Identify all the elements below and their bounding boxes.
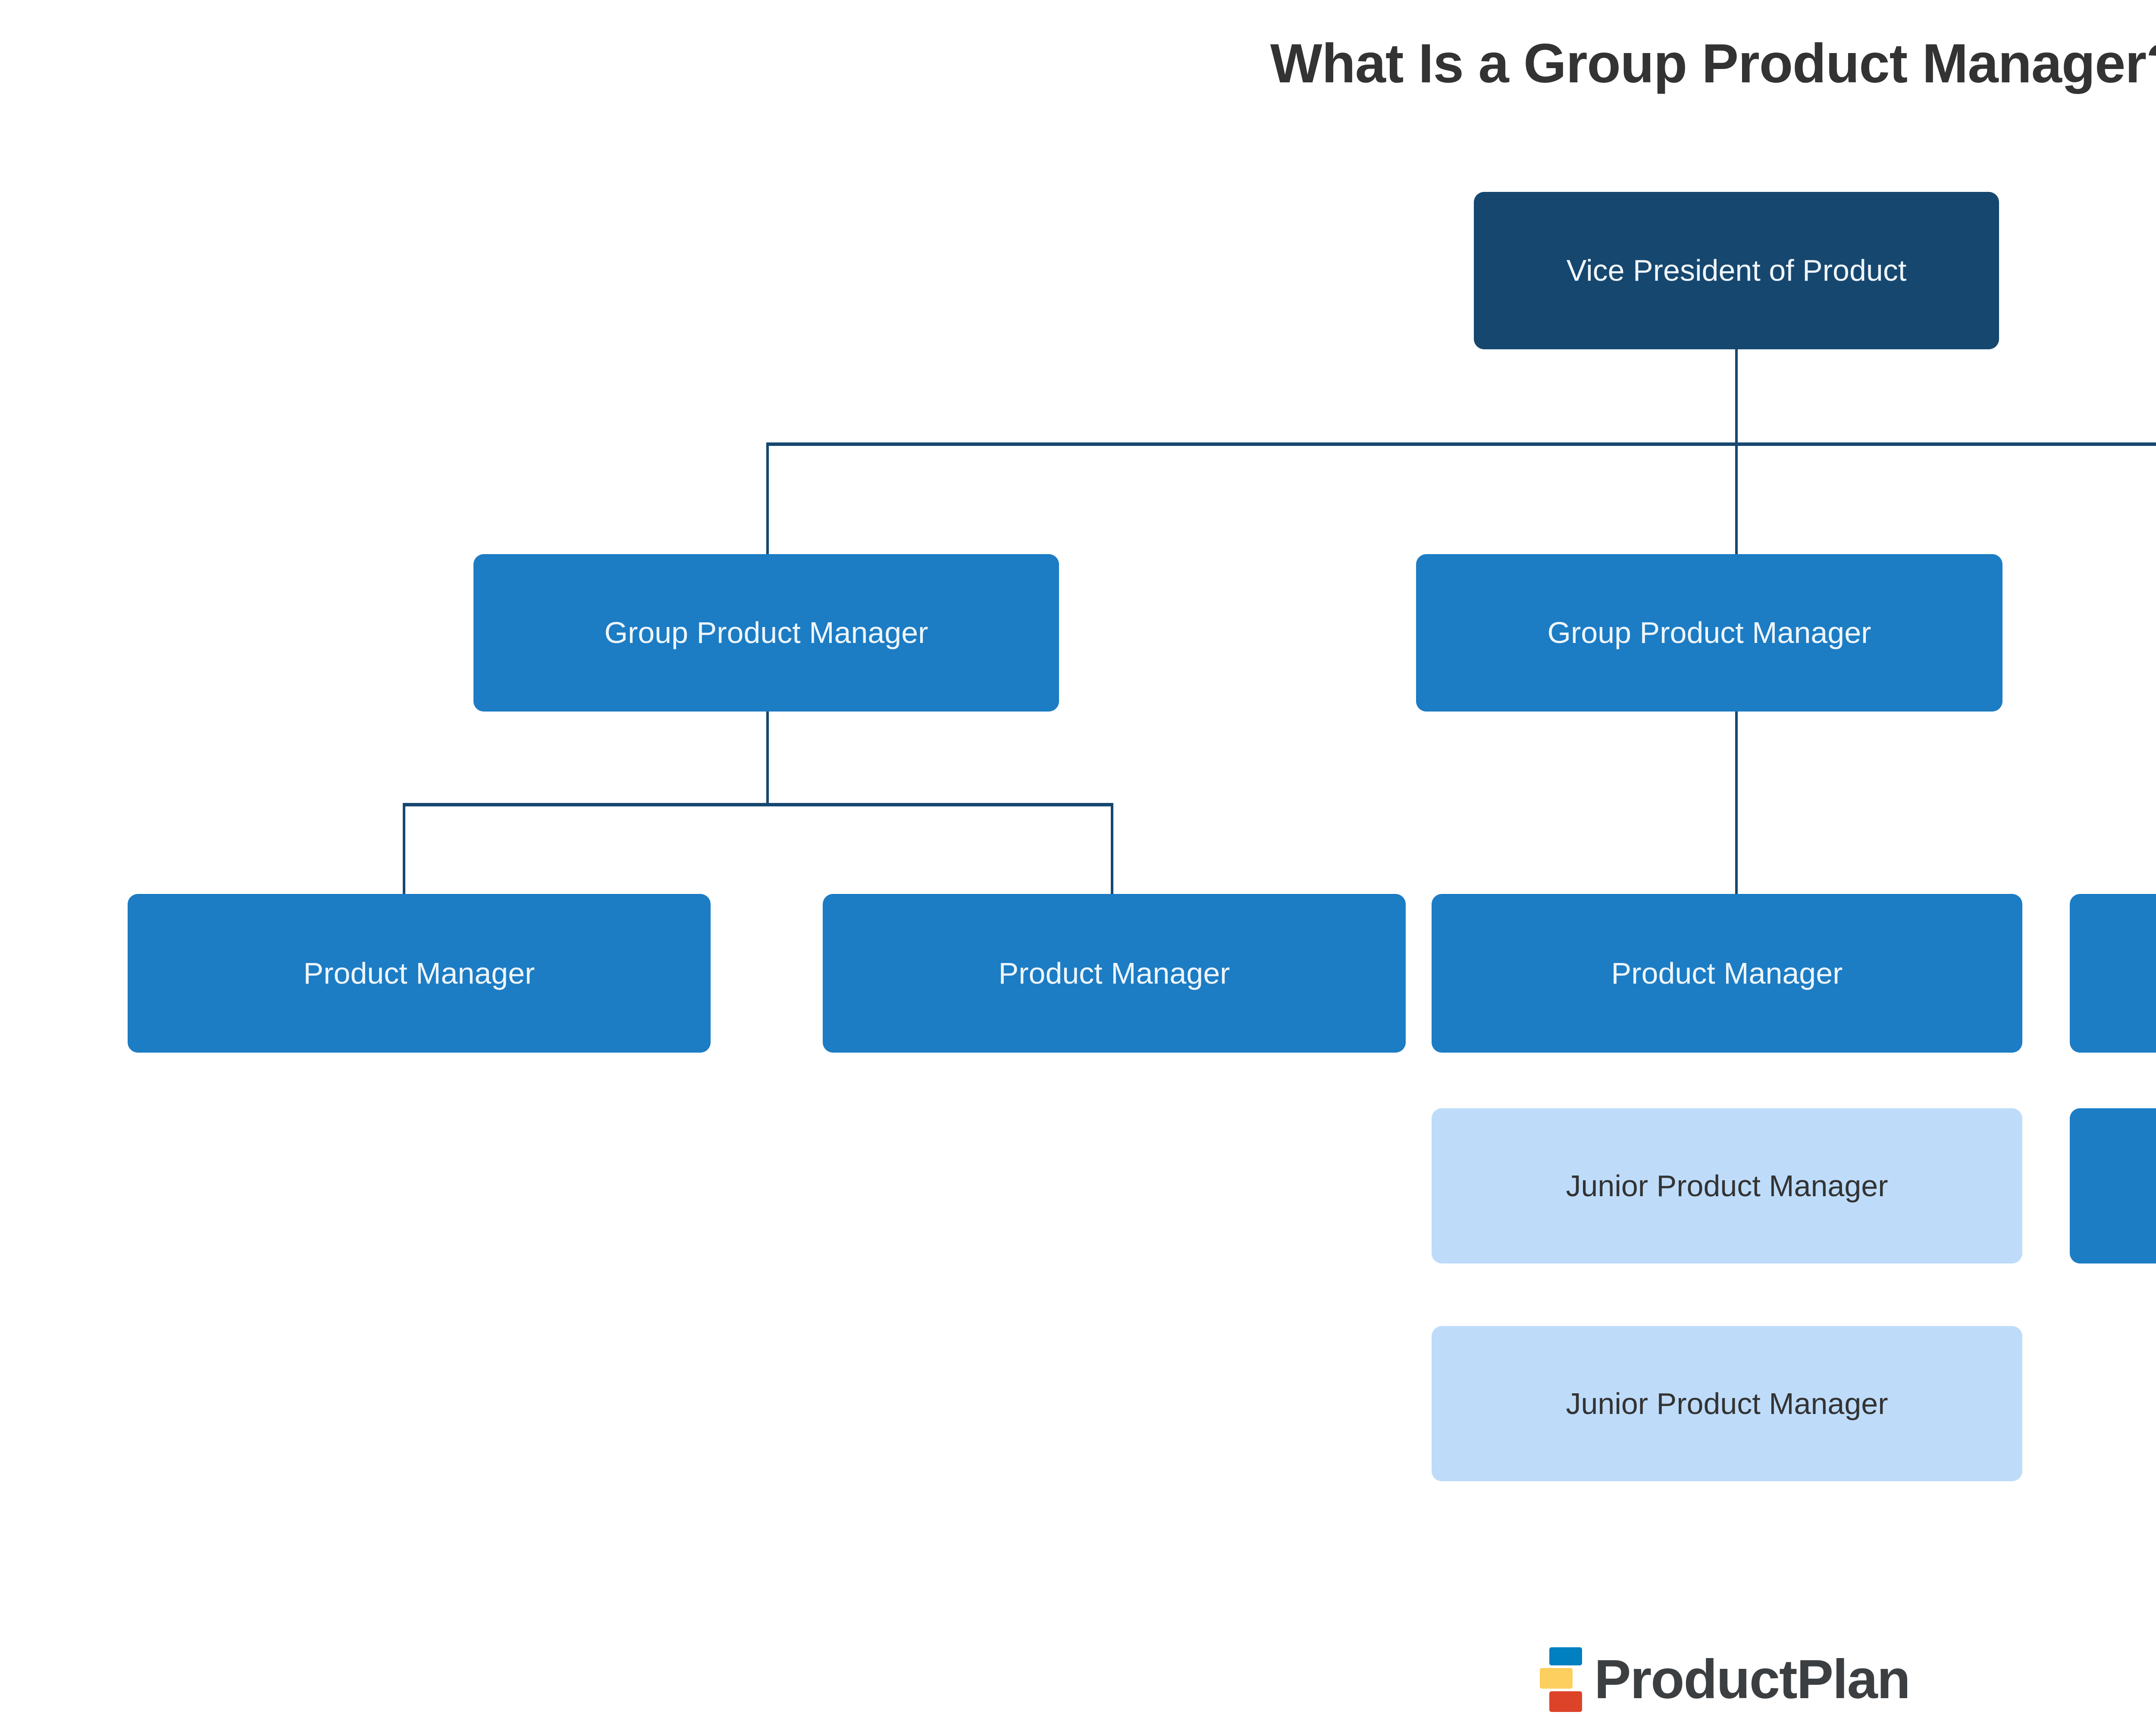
connector-pm1-drop bbox=[403, 803, 405, 896]
node-vice-president-of-product[interactable]: Vice President of Product bbox=[1474, 192, 1999, 349]
node-group-product-manager-1[interactable]: Group Product Manager bbox=[473, 554, 1059, 712]
page-title: What Is a Group Product Manager? bbox=[1270, 33, 2156, 94]
node-product-manager-2[interactable]: Product Manager bbox=[823, 894, 1406, 1053]
node-junior-product-manager-col3-row1[interactable]: Junior Product Manager bbox=[1432, 1108, 2022, 1263]
node-product-manager-col4-row1[interactable]: Product Manager bbox=[2070, 1108, 2156, 1263]
connector-gpm1-bus bbox=[403, 803, 1113, 806]
productplan-wordmark: ProductPlan bbox=[1594, 1649, 1911, 1710]
node-group-product-manager-2[interactable]: Group Product Manager bbox=[1416, 554, 2002, 712]
productplan-logo: ProductPlan bbox=[0, 1647, 2156, 1712]
node-product-manager-4[interactable]: Product Manager bbox=[2070, 894, 2156, 1053]
productplan-logo-mark-icon bbox=[1540, 1647, 1583, 1712]
connector-gpm2-stem bbox=[1735, 712, 1738, 896]
connector-gpm2-drop bbox=[1735, 442, 1738, 555]
connector-pm2-drop bbox=[1111, 803, 1113, 896]
logo-yellow-bar-icon bbox=[1540, 1668, 1573, 1689]
connector-vp-bus bbox=[766, 442, 2156, 446]
connector-gpm1-drop bbox=[766, 442, 769, 555]
node-product-manager-3[interactable]: Product Manager bbox=[1432, 894, 2022, 1053]
connector-gpm1-stem bbox=[766, 712, 769, 806]
connector-vp-stem bbox=[1735, 349, 1738, 445]
node-junior-product-manager-col3-row2[interactable]: Junior Product Manager bbox=[1432, 1326, 2022, 1481]
node-product-manager-1[interactable]: Product Manager bbox=[128, 894, 711, 1053]
logo-blue-bar-icon bbox=[1549, 1647, 1583, 1665]
logo-red-bar-icon bbox=[1549, 1691, 1583, 1712]
